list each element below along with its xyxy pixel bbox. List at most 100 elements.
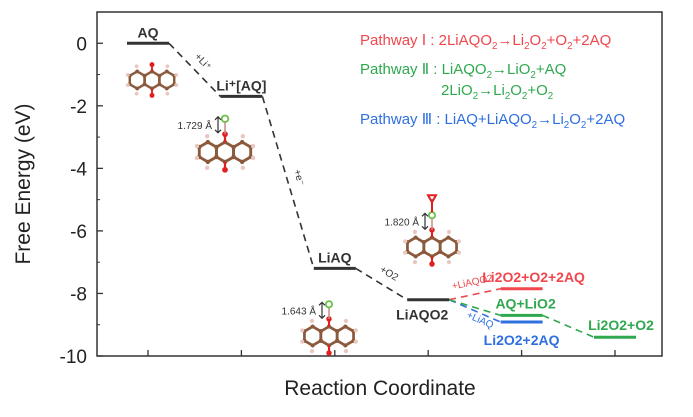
carbon-atom [310,343,315,348]
anthraquinone-molecule-icon [125,62,179,98]
oxygen-atom [222,166,228,173]
carbon-atom [310,324,315,329]
bond-length-label: 1.820 Å [385,215,420,228]
hydrogen-atom [412,260,418,265]
carbon-atom [135,86,140,91]
hydrogen-atom [174,72,179,77]
level-label: Li2O2+O2 [588,317,654,333]
ring [158,70,176,90]
y-tick-label: -4 [70,159,87,180]
carbon-atom [335,338,340,343]
carbon-atom [239,159,245,165]
carbon-atom [239,139,245,145]
oxygen-atom [426,194,438,205]
connector-label: +O2 [378,264,400,284]
double-arrow-icon [421,212,429,231]
carbon-atom [343,324,348,329]
hydrogen-atom [240,133,246,139]
hydrogen-atom [134,91,139,96]
legend-pathway-1: Pathway Ⅰ : 2LiAQO2→Li2O2+O2+2AQ [360,32,611,52]
connector-label: +LiAQ [465,310,495,331]
hydrogen-atom [240,165,246,171]
carbon-atom [164,69,169,74]
level-label: Li2O2+2AQ [484,332,560,348]
level-label: Li2O2+O2+2AQ [482,269,585,285]
oxygen-atom [326,350,332,356]
carbon-atom [413,235,418,240]
carbon-atom [421,240,426,245]
hydrogen-atom [174,83,179,88]
ring [438,235,458,259]
carbon-atom [142,82,147,87]
y-axis-label: Free Energy (eV) [12,103,35,264]
anthraquinone-molecule-icon: 1.643 Å [282,300,358,356]
carbon-atom [205,159,211,165]
connector-LiAQ+-LiAQ [261,96,315,269]
hydrogen-atom [250,155,256,161]
connector-AQ-LiAQ+ [168,42,221,97]
bond-length-label: 1.729 Å [178,119,213,132]
hydrogen-atom [403,239,408,244]
double-arrow-icon [214,115,222,134]
lithium-atom [220,114,230,123]
carbon-atom [335,329,340,334]
carbon-atom [157,73,162,78]
ring [406,235,426,259]
hydrogen-atom [165,91,170,96]
carbon-atom [421,249,426,254]
oxygen-atom [149,62,155,68]
connector-LiAQO2-P2a [448,298,501,317]
plot-frame [96,11,663,357]
hydrogen-atom [456,239,461,244]
carbon-atom [438,240,443,245]
legend-pathway-2: 2LiO2→Li2O2+O2 [441,82,553,102]
bond-length-label: 1.643 Å [282,304,317,317]
ring [143,70,161,90]
ring [319,324,339,348]
hydrogen-atom [456,250,461,255]
carbon-atom [231,144,236,150]
carbon-atom [214,144,219,150]
double-arrow-icon [318,301,326,320]
hydrogen-atom [204,133,210,139]
carbon-atom [343,343,348,348]
connector-LiAQ-LiAQO2 [355,267,408,301]
level-label: LiAQO2 [396,307,448,323]
ring [197,140,218,164]
carbon-atom [413,254,418,259]
carbon-atom [446,235,451,240]
ring [335,324,355,348]
carbon-atom [157,82,162,87]
hydrogen-atom [353,328,358,333]
hydrogen-atom [343,318,349,323]
ring [303,324,323,348]
lithium-atom [427,211,437,220]
levels: AQLi⁺[AQ]LiAQLiAQO2Li2O2+O2+2AQAQ+LiO2Li… [127,24,654,348]
hydrogen-atom [353,339,358,344]
carbon-atom [438,249,443,254]
carbon-atom [205,139,211,145]
ring [232,140,253,164]
ring [214,140,236,164]
carbon-atom [135,69,140,74]
legend-pathway-3: Pathway Ⅲ : LiAQ+LiAQO2→Li2O2+2AQ [360,111,625,131]
ring [422,235,442,259]
hydrogen-atom [412,229,418,234]
y-tick-label: -2 [70,97,87,118]
hydrogen-atom [446,229,452,234]
hydrogen-atom [309,349,315,354]
carbon-atom [318,329,323,334]
carbon-atom [446,254,451,259]
connector-label: +e⁻ [291,168,306,187]
carbon-atom [214,154,219,160]
hydrogen-atom [300,339,305,344]
anthraquinone-molecule-icon: 1.820 Å [385,194,461,267]
carbon-atom [164,86,169,91]
legend-pathway-2: Pathway Ⅱ : LiAQO2→LiO2+AQ [360,61,566,81]
hydrogen-atom [300,328,305,333]
hydrogen-atom [125,72,130,77]
oxygen-atom [429,227,435,233]
legend: Pathway Ⅰ : 2LiAQO2→Li2O2+O2+2AQ Pathway … [360,32,625,131]
y-tick-label: -6 [70,222,87,243]
